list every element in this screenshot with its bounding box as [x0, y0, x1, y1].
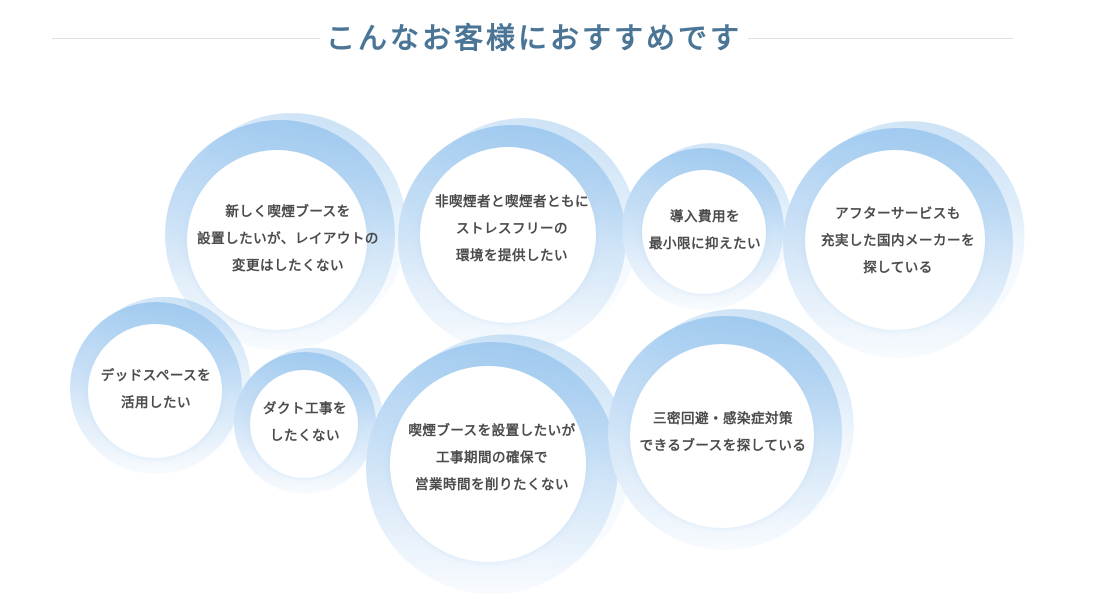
bubble-line: 営業時間を削りたくない [415, 476, 569, 493]
bubble-line: 環境を提供したい [456, 247, 568, 264]
bubble-inner [642, 170, 766, 294]
section-header: こんなお客様におすすめです [0, 0, 1097, 80]
header-divider-left [52, 38, 320, 39]
bubble-text: 三密回避・感染症対策 できるブースを探している [606, 316, 840, 550]
bubble-cost: 導入費用を 最小限に抑えたい [622, 143, 793, 312]
bubble-text: ダクト工事を したくない [234, 352, 376, 494]
bubble-line: 最小限に抑えたい [649, 236, 761, 252]
bubble-text: 新しく喫煙ブースを 設置したいが、レイアウトの 変更はしたくない [173, 124, 403, 354]
bubble-text: 非喫煙者と喫煙者ともに ストレスフリーの 環境を提供したい [398, 115, 626, 343]
bubble-text: アフターサービスも 充実した国内メーカーを 探している [783, 126, 1013, 356]
bubble-line: 設置したいが、レイアウトの [197, 230, 379, 247]
bubble-infection-control: 三密回避・感染症対策 できるブースを探している [606, 308, 854, 550]
bubble-line: ストレスフリーの [456, 220, 568, 237]
bubble-text: 導入費用を 最小限に抑えたい [624, 150, 786, 312]
bubble-layout: 新しく喫煙ブースを 設置したいが、レイアウトの 変更はしたくない [165, 113, 407, 350]
bubble-line: 非喫煙者と喫煙者ともに [435, 193, 589, 210]
bubble-inner [187, 150, 367, 330]
bubble-line: 導入費用を [670, 209, 740, 225]
bubble-text: デッドスペースを 活用したい [70, 304, 242, 476]
bubble-line: 探している [863, 259, 933, 276]
bubble-line: 変更はしたくない [232, 257, 344, 274]
bubble-line: 充実した国内メーカーを [821, 232, 975, 249]
bubble-line: できるブースを探している [639, 438, 807, 454]
bubble-line: アフターサービスも [835, 205, 961, 222]
bubble-line: 三密回避・感染症対策 [653, 411, 793, 427]
bubble-inner [88, 324, 222, 458]
header-divider-right [748, 38, 1013, 39]
bubble-construction-period: 喫煙ブースを設置したいが 工事期間の確保で 営業時間を削りたくない [366, 334, 631, 594]
bubble-line: 新しく喫煙ブースを [225, 203, 351, 220]
bubble-line: 活用したい [121, 395, 191, 411]
section-title: こんなお客様におすすめです [325, 21, 742, 55]
bubble-no-duct: ダクト工事を したくない [234, 347, 384, 494]
bubble-inner [420, 147, 596, 323]
bubble-inner [250, 370, 358, 478]
bubble-line: 喫煙ブースを設置したいが [408, 422, 576, 439]
bubble-line: デッドスペースを [100, 368, 212, 384]
bubble-stress-free: 非喫煙者と喫煙者ともに ストレスフリーの 環境を提供したい [398, 118, 638, 353]
bubble-line: 工事期間の確保で [436, 449, 548, 466]
bubble-inner [630, 344, 814, 528]
bubble-line: したくない [270, 428, 340, 444]
bubble-inner [390, 366, 586, 562]
bubble-dead-space: デッドスペースを 活用したい [70, 296, 251, 476]
bubble-inner [805, 150, 985, 330]
bubble-text: 喫煙ブースを設置したいが 工事期間の確保で 営業時間を削りたくない [366, 332, 618, 584]
bubble-line: ダクト工事を [263, 401, 347, 417]
bubble-after-service: アフターサービスも 充実した国内メーカーを 探している [783, 121, 1025, 358]
